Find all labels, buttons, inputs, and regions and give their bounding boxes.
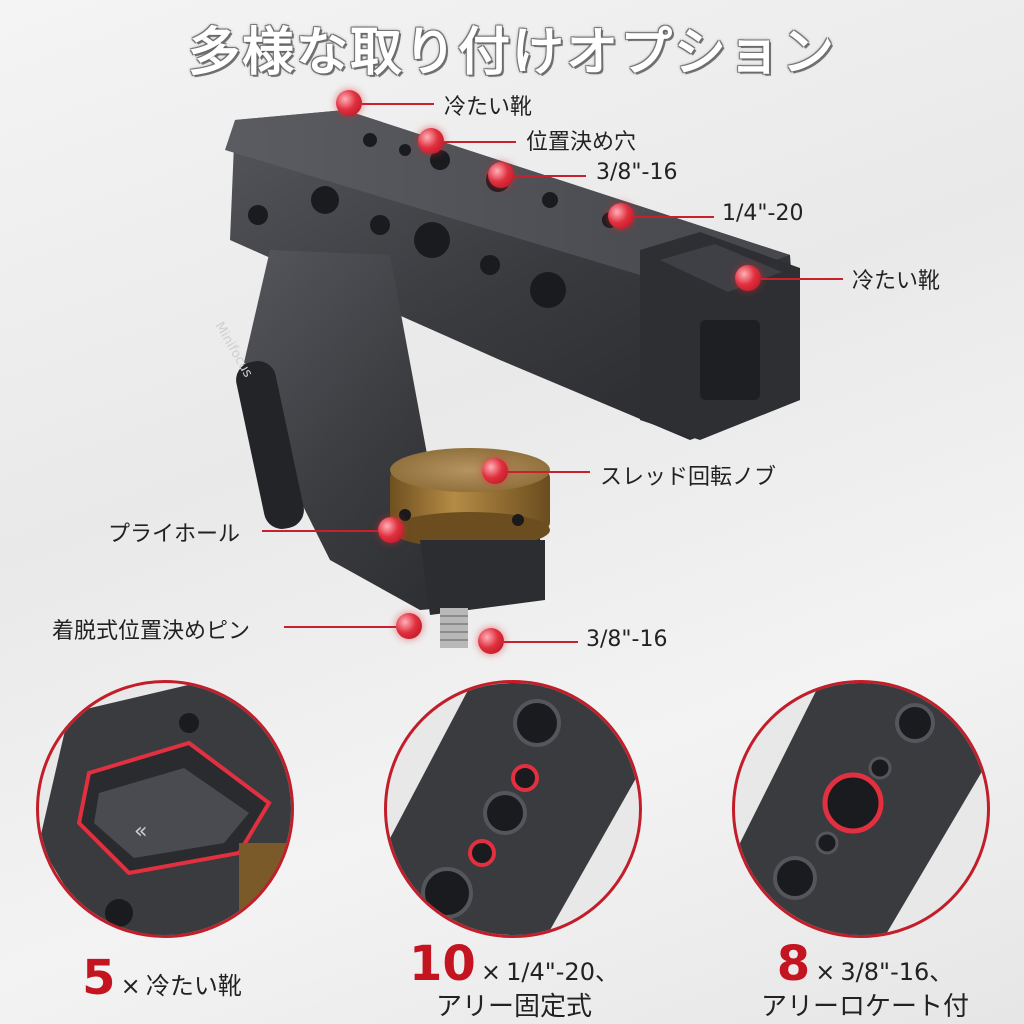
top-handle-illustration: Minifocus [212,110,800,648]
detail-38-threads [732,680,990,938]
feature-subtext: アリー固定式 [435,992,592,1022]
feature-subtext: アリーロケート付 [760,992,969,1022]
callout-dot [482,458,508,484]
feature-text: 冷たい靴 [145,972,242,1000]
label-knob: スレッド回転ノブ [600,465,777,490]
callout-dot [608,203,634,229]
knob-top [390,448,550,492]
feature-caption-cold-shoe: 5 × 冷たい靴 [36,950,288,1006]
feature-text: 1/4"-20、 [506,958,619,986]
feature-caption-38: 8 × 3/8"-16、 アリーロケート付 [720,936,1010,1022]
feature-times: × [815,958,836,986]
leader-line [444,141,516,143]
label-thread-38-top: 3/8"-16 [596,160,678,185]
leader-line [761,278,843,280]
callout-dot [478,628,504,654]
leader-line [284,626,396,628]
label-thread-14: 1/4"-20 [722,201,804,226]
label-locating-hole: 位置決め穴 [526,130,637,155]
leader-line [634,216,714,218]
callout-dot [378,517,404,543]
feature-count: 8 [776,936,811,992]
detail-14-threads [384,680,642,938]
feature-times: × [480,958,502,986]
feature-caption-14: 10 × 1/4"-20、 アリー固定式 [384,936,644,1022]
leader-line [514,175,586,177]
label-thread-38-bottom: 3/8"-16 [586,627,668,652]
feature-count: 10 [409,936,476,992]
feature-text: 3/8"-16、 [840,958,954,986]
leader-line [362,103,434,105]
label-cold-shoe-top: 冷たい靴 [444,95,533,120]
detail-cold-shoe: « [36,680,294,938]
feature-times: × [120,972,141,1000]
leader-line [262,530,378,532]
callout-dot [488,162,514,188]
label-cold-shoe-right: 冷たい靴 [852,269,941,294]
feature-count: 5 [82,950,116,1006]
label-pin: 着脱式位置決めピン [52,619,251,644]
label-pry-hole: プライホール [108,522,241,547]
svg-text:«: « [134,819,147,844]
callout-dot [735,265,761,291]
leader-line [504,641,578,643]
page-title: 多様な取り付けオプション [187,23,836,83]
callout-dot [396,613,422,639]
callout-dot [418,128,444,154]
leader-line [508,471,590,473]
callout-dot [336,90,362,116]
